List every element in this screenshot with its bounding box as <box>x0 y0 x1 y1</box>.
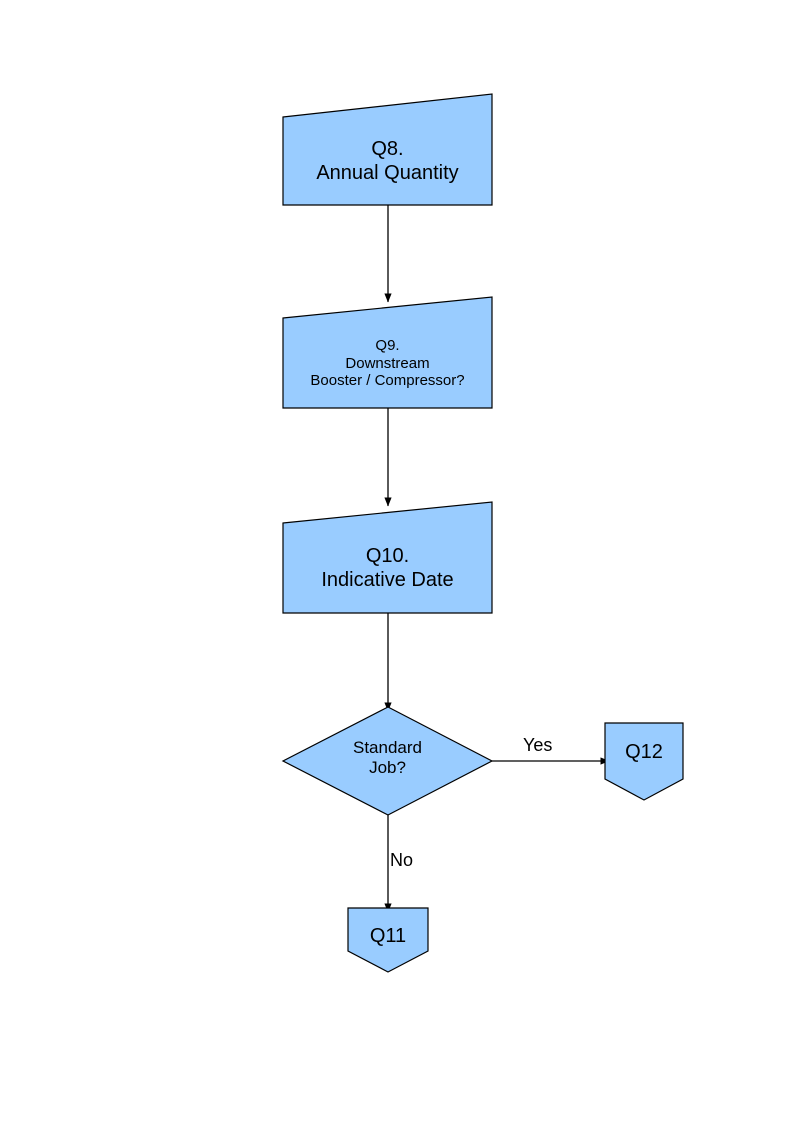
node-q9[interactable] <box>282 296 493 409</box>
node-q12[interactable] <box>604 722 684 801</box>
node-q11[interactable] <box>347 907 429 973</box>
edge-label-no: No <box>390 850 414 870</box>
node-decision-standard-job[interactable] <box>281 706 494 816</box>
edge-label-yes: Yes <box>523 735 553 755</box>
node-q8[interactable] <box>282 93 493 206</box>
node-q10[interactable] <box>282 501 493 614</box>
